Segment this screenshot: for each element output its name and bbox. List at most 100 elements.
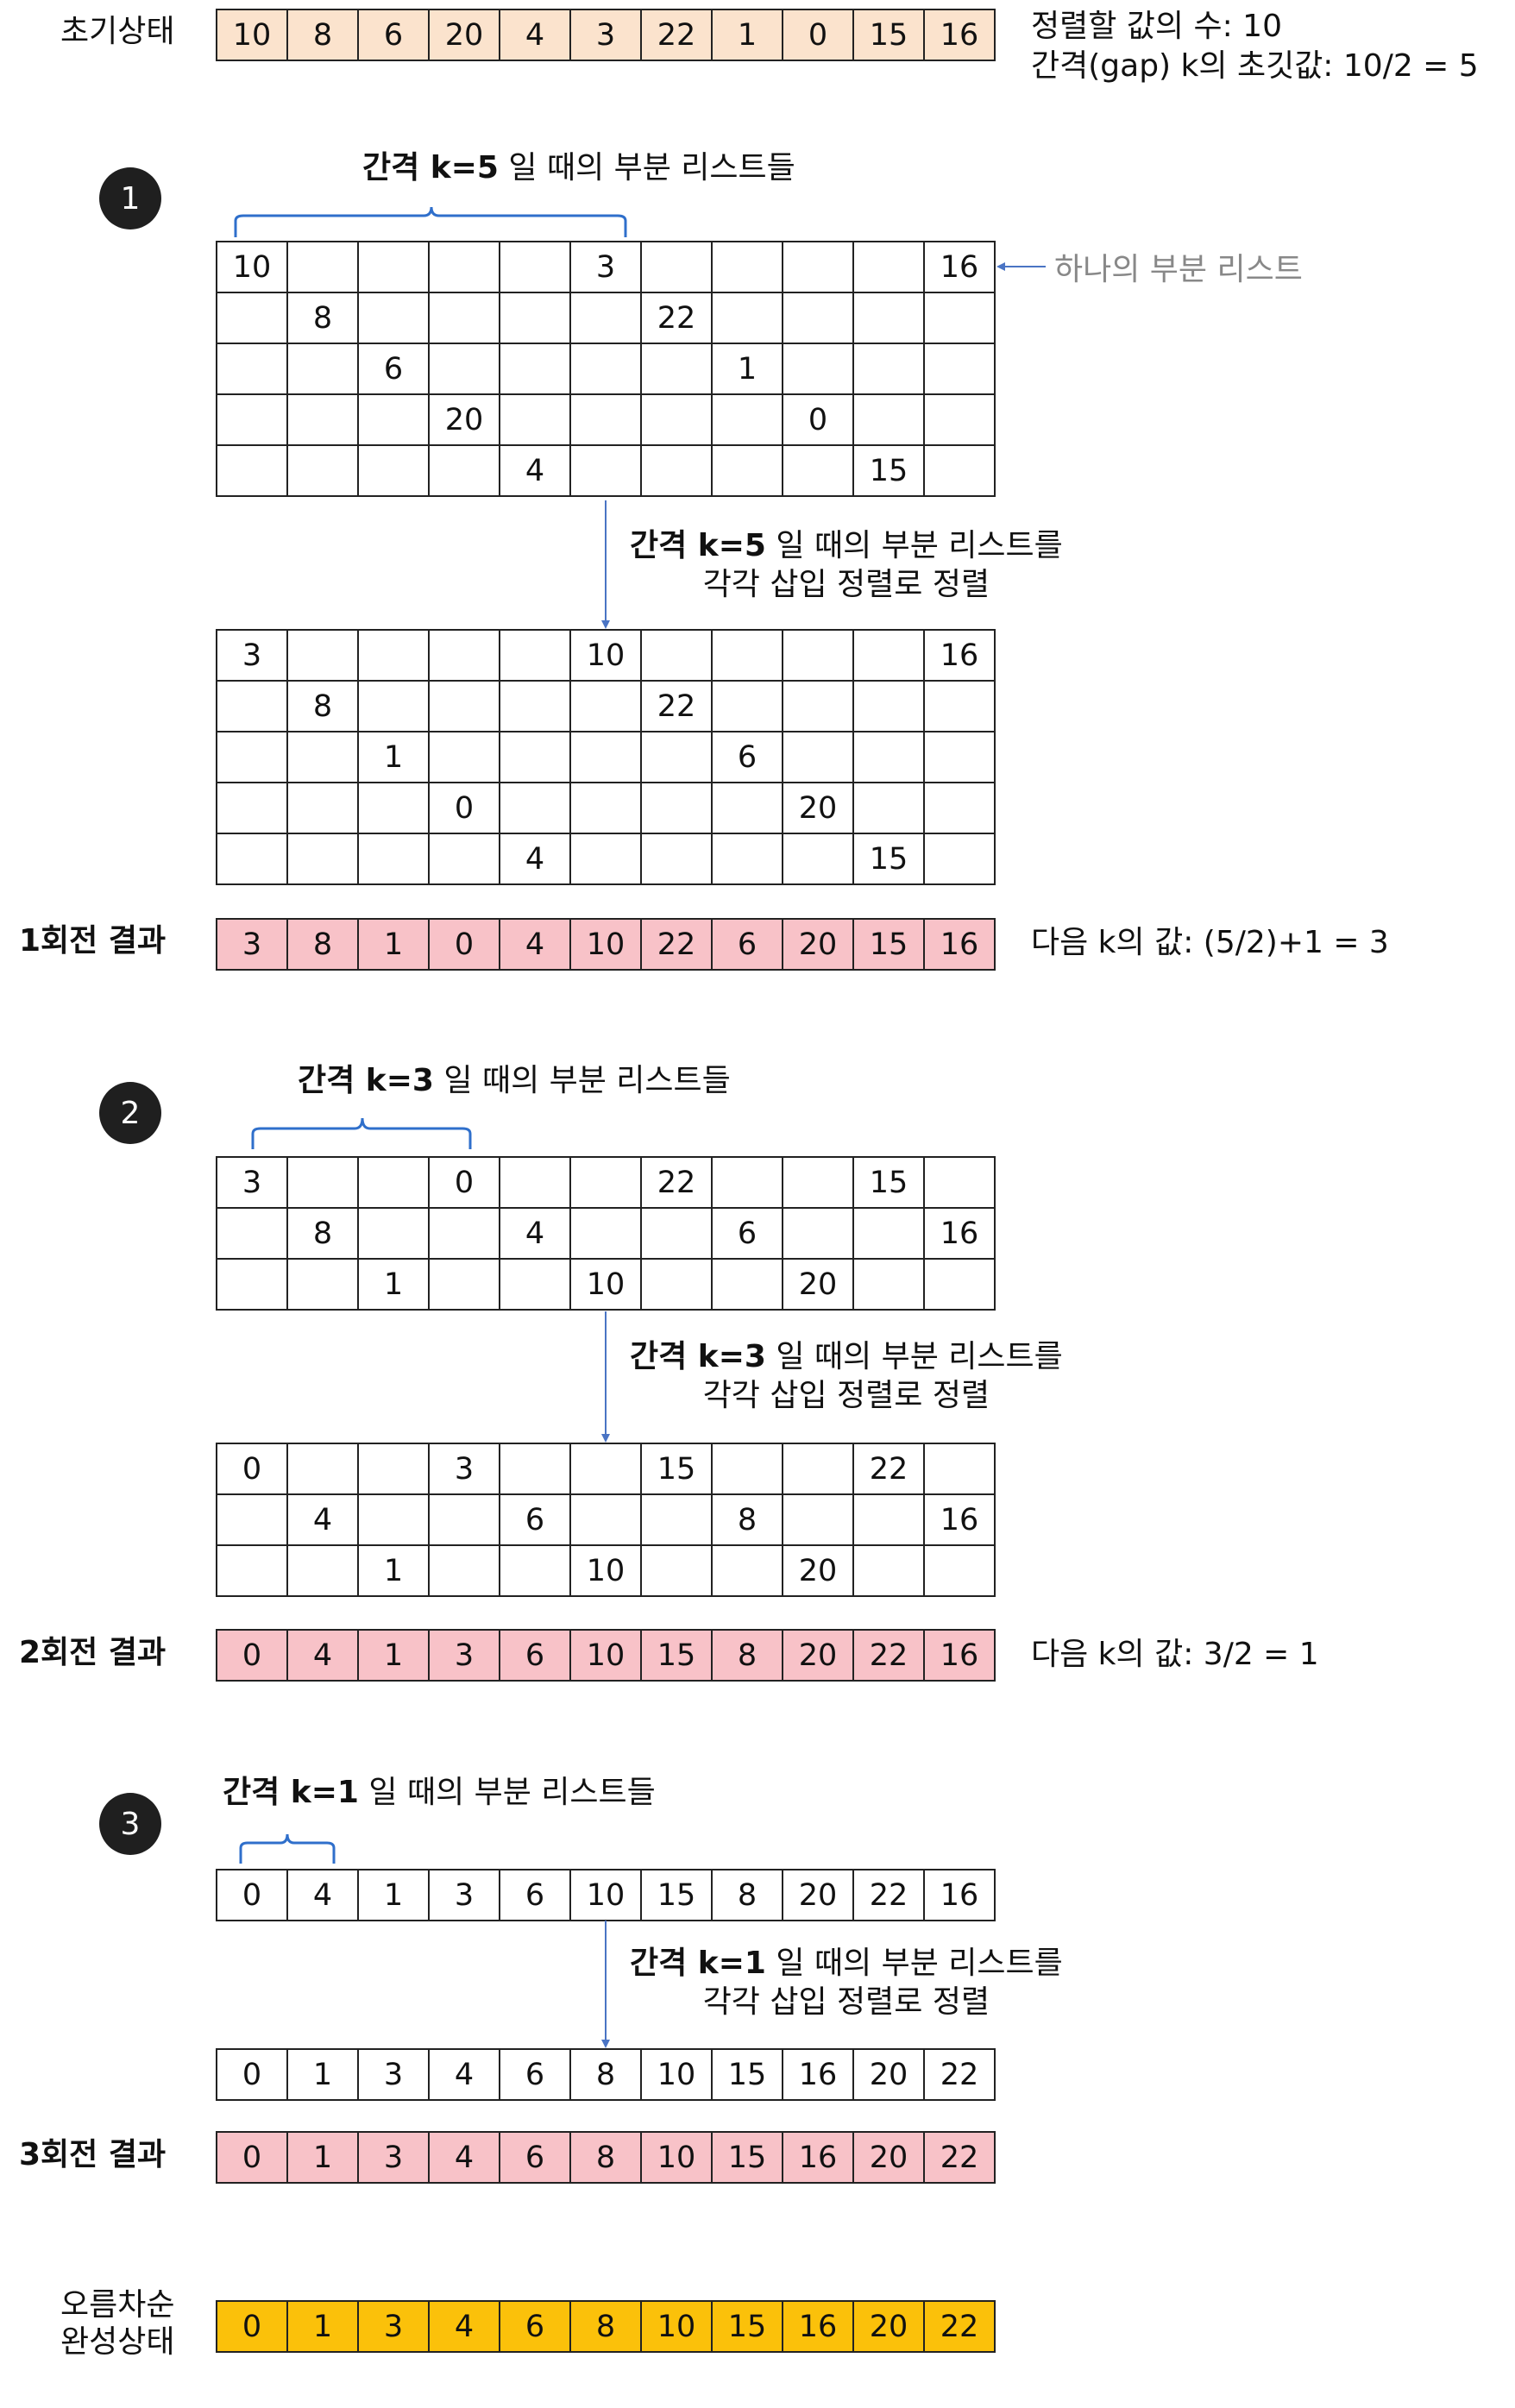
grid-cell: 6 <box>713 732 783 783</box>
grid-cell <box>642 1495 713 1546</box>
gap-initial-info: 간격(gap) k의 초깃값: 10/2 = 5 <box>1031 48 1479 84</box>
step-3-result-label: 3회전 결과 <box>19 2137 167 2172</box>
grid-cell <box>925 834 996 885</box>
grid-cell: 10 <box>571 631 642 682</box>
grid-cell <box>713 395 783 446</box>
array-cell: 22 <box>642 10 713 61</box>
step-2-sort-line2: 각각 삽입 정렬로 정렬 <box>702 1378 990 1413</box>
array-cell: 22 <box>925 2133 996 2184</box>
grid-cell: 8 <box>713 1495 783 1546</box>
grid-cell: 3 <box>217 631 288 682</box>
grid-cell: 20 <box>430 395 500 446</box>
grid-cell <box>500 395 571 446</box>
grid-cell <box>642 834 713 885</box>
value-count-info: 정렬할 값의 수: 10 <box>1031 9 1282 44</box>
grid-cell <box>359 783 430 834</box>
grid-cell <box>359 293 430 344</box>
grid-cell <box>217 834 288 885</box>
grid-cell <box>642 1209 713 1260</box>
grid-cell <box>430 293 500 344</box>
grid-cell <box>288 1158 359 1209</box>
array-cell: 20 <box>783 1870 854 1921</box>
step-2-sort-caption: 간격 k=3 일 때의 부분 리스트를 각각 삽입 정렬로 정렬 <box>630 1337 1063 1415</box>
step-1-badge: 1 <box>99 167 161 229</box>
grid-cell <box>713 446 783 497</box>
step-3-sort-gap: 간격 k=1 <box>630 1946 766 1981</box>
grid-cell <box>925 783 996 834</box>
grid-cell <box>359 446 430 497</box>
array-cell: 10 <box>571 920 642 971</box>
grid-cell <box>359 1444 430 1495</box>
grid-cell <box>500 344 571 395</box>
grid-cell <box>642 783 713 834</box>
grid-cell <box>854 1495 925 1546</box>
step-1-result-label: 1회전 결과 <box>19 923 167 959</box>
grid-cell: 16 <box>925 631 996 682</box>
step-1-sort-line2: 각각 삽입 정렬로 정렬 <box>702 567 990 602</box>
grid-cell <box>783 631 854 682</box>
array-cell: 8 <box>288 10 359 61</box>
grid-cell: 22 <box>854 1444 925 1495</box>
grid-cell <box>854 293 925 344</box>
grid-cell <box>571 395 642 446</box>
grid-cell <box>217 783 288 834</box>
array-cell: 22 <box>854 1631 925 1682</box>
array-cell: 20 <box>854 2050 925 2101</box>
grid-cell <box>571 293 642 344</box>
grid-cell <box>925 732 996 783</box>
grid-cell: 15 <box>642 1444 713 1495</box>
grid-cell <box>430 344 500 395</box>
array-cell: 3 <box>571 10 642 61</box>
grid-cell: 20 <box>783 783 854 834</box>
grid-cell: 3 <box>217 1158 288 1209</box>
grid-cell: 6 <box>500 1495 571 1546</box>
grid-cell <box>217 293 288 344</box>
grid-cell <box>783 682 854 732</box>
step-3-sort-caption: 간격 k=1 일 때의 부분 리스트를 각각 삽입 정렬로 정렬 <box>630 1944 1063 2021</box>
array-cell: 16 <box>925 10 996 61</box>
grid-cell: 8 <box>288 1209 359 1260</box>
array-cell: 20 <box>783 1631 854 1682</box>
initial-state-label: 초기상태 <box>60 14 175 49</box>
grid-cell <box>217 395 288 446</box>
grid-cell <box>925 1546 996 1597</box>
grid-cell <box>359 682 430 732</box>
grid-cell: 10 <box>571 1546 642 1597</box>
step-1-sort-caption: 간격 k=5 일 때의 부분 리스트를 각각 삽입 정렬로 정렬 <box>630 526 1063 604</box>
grid-cell: 15 <box>854 446 925 497</box>
grid-cell: 8 <box>288 293 359 344</box>
grid-cell: 0 <box>217 1444 288 1495</box>
array-cell: 16 <box>925 920 996 971</box>
grid-cell: 20 <box>783 1546 854 1597</box>
grid-cell <box>288 834 359 885</box>
step-3-heading-gap: 간격 k=1 <box>223 1775 359 1810</box>
grid-cell <box>854 1546 925 1597</box>
grid-cell <box>854 732 925 783</box>
grid-cell: 15 <box>854 834 925 885</box>
grid-cell <box>500 293 571 344</box>
grid-cell <box>359 1158 430 1209</box>
grid-cell <box>359 1495 430 1546</box>
grid-cell <box>500 631 571 682</box>
step-2-bracket <box>251 1117 472 1149</box>
grid-cell <box>925 1444 996 1495</box>
array-cell: 3 <box>359 2133 430 2184</box>
grid-cell <box>430 1209 500 1260</box>
grid-cell <box>288 631 359 682</box>
grid-cell <box>642 1546 713 1597</box>
grid-cell <box>571 1209 642 1260</box>
grid-cell <box>854 631 925 682</box>
array-cell: 1 <box>288 2050 359 2101</box>
array-cell: 16 <box>925 1870 996 1921</box>
grid-cell <box>288 732 359 783</box>
grid-cell: 1 <box>713 344 783 395</box>
array-cell: 4 <box>430 2050 500 2101</box>
